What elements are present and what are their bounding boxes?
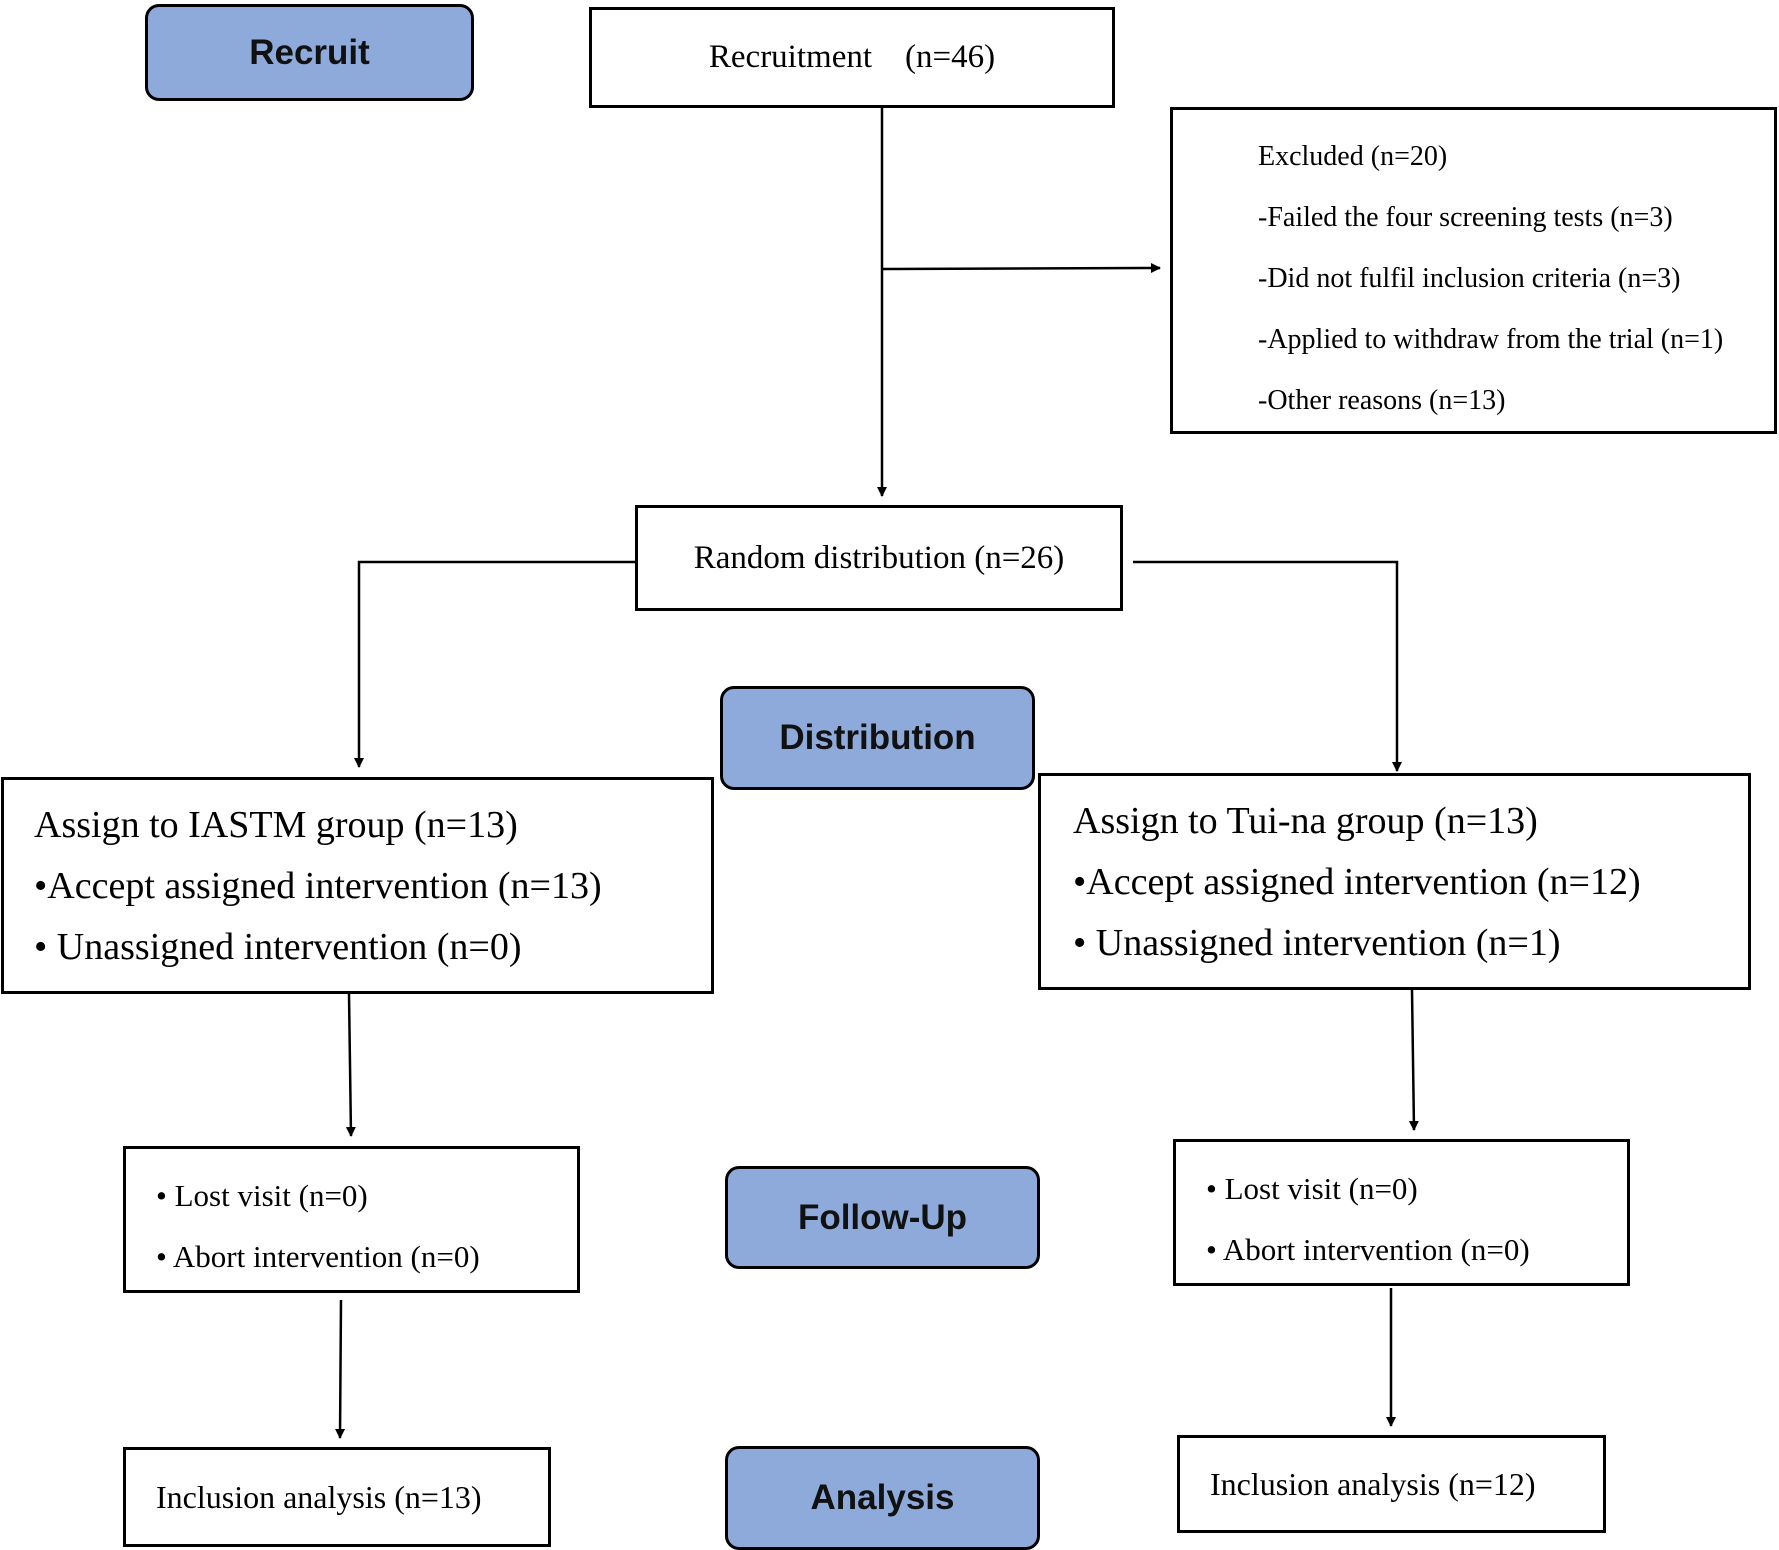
tuina-group-box: Assign to Tui-na group (n=13) •Accept as…: [1038, 773, 1751, 990]
arrow-random-to-tuina: [1133, 560, 1402, 772]
excluded-reason: -Did not fulfil inclusion criteria (n=3): [1258, 263, 1681, 294]
iastm-lost-visit: • Lost visit (n=0): [156, 1178, 368, 1213]
excluded-reason: -Applied to withdraw from the trial (n=1…: [1258, 324, 1724, 355]
stage-label-analysis: Analysis: [725, 1446, 1040, 1550]
iastm-abort-intervention: • Abort intervention (n=0): [156, 1239, 480, 1274]
iastm-follow-up-box: • Lost visit (n=0) • Abort intervention …: [123, 1146, 580, 1293]
arrow-tuina-to-followup: [1408, 989, 1419, 1131]
stage-label-distribution: Distribution: [720, 686, 1035, 790]
recruitment-box: Recruitment (n=46): [589, 7, 1115, 108]
tuina-accept-intervention: •Accept assigned intervention (n=12): [1073, 861, 1641, 903]
excluded-reason: -Failed the four screening tests (n=3): [1258, 202, 1673, 233]
excluded-title: Excluded (n=20): [1258, 141, 1448, 172]
stage-label-follow-up: Follow-Up: [725, 1166, 1040, 1269]
arrow-to-excluded: [881, 263, 1161, 274]
tuina-unassigned-intervention: • Unassigned intervention (n=1): [1073, 922, 1561, 964]
iastm-group-title: Assign to IASTM group (n=13): [34, 804, 518, 846]
iastm-accept-intervention: •Accept assigned intervention (n=13): [34, 865, 602, 907]
tuina-inclusion-analysis-box: Inclusion analysis (n=12): [1177, 1435, 1606, 1533]
excluded-reason: -Other reasons (n=13): [1258, 385, 1506, 416]
tuina-lost-visit: • Lost visit (n=0): [1206, 1171, 1418, 1206]
stage-label-recruit: Recruit: [145, 4, 474, 101]
arrow-followup-to-analysis-left: [335, 1299, 346, 1439]
arrow-random-to-iastm: [354, 560, 635, 768]
random-distribution-box: Random distribution (n=26): [635, 505, 1123, 611]
iastm-unassigned-intervention: • Unassigned intervention (n=0): [34, 926, 522, 968]
tuina-group-title: Assign to Tui-na group (n=13): [1073, 800, 1538, 842]
tuina-abort-intervention: • Abort intervention (n=0): [1206, 1232, 1530, 1267]
arrow-iastm-to-followup: [345, 993, 356, 1137]
iastm-group-box: Assign to IASTM group (n=13) •Accept ass…: [1, 777, 714, 994]
excluded-box: Excluded (n=20) -Failed the four screeni…: [1170, 107, 1777, 434]
iastm-inclusion-analysis-box: Inclusion analysis (n=13): [123, 1447, 551, 1547]
tuina-follow-up-box: • Lost visit (n=0) • Abort intervention …: [1173, 1139, 1630, 1286]
